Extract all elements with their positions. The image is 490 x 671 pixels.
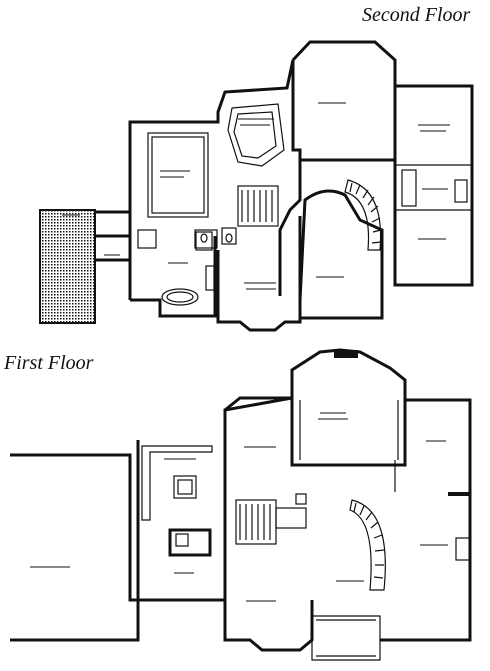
living-room-fireplace [455,537,471,561]
curved-stair-lower [349,499,386,591]
master-bath-walls [130,236,217,318]
kitchen-island [173,475,197,499]
front-porch [311,615,381,661]
master-retreat [227,103,285,167]
jack-jill-bath-tub [401,169,417,207]
laundry-walls [168,528,212,557]
second-floor-title: Second Floor [362,4,471,26]
kitchen-walls [136,348,407,602]
open-to-below-family [291,40,397,162]
breakfast-area-bay [224,396,292,412]
second-floor-plan [39,40,474,332]
dining-room-walls [223,560,314,652]
bedroom-4-walls [216,216,302,332]
kitchen-counter [141,445,213,521]
open-to-below-foyer [298,189,384,320]
library-walls [405,398,472,642]
fireplace [334,350,358,358]
bedrooms-wing-walls [393,84,474,287]
family-room-walls [290,370,407,467]
first-floor-plan [10,348,472,661]
master-suite-inner [147,132,209,218]
garage-walls [10,453,140,642]
master-tub [161,288,199,306]
second-floor-stair [237,185,279,227]
attic-area [39,209,96,324]
first-floor-title: First Floor [4,352,94,374]
room-label-marks [30,102,450,602]
